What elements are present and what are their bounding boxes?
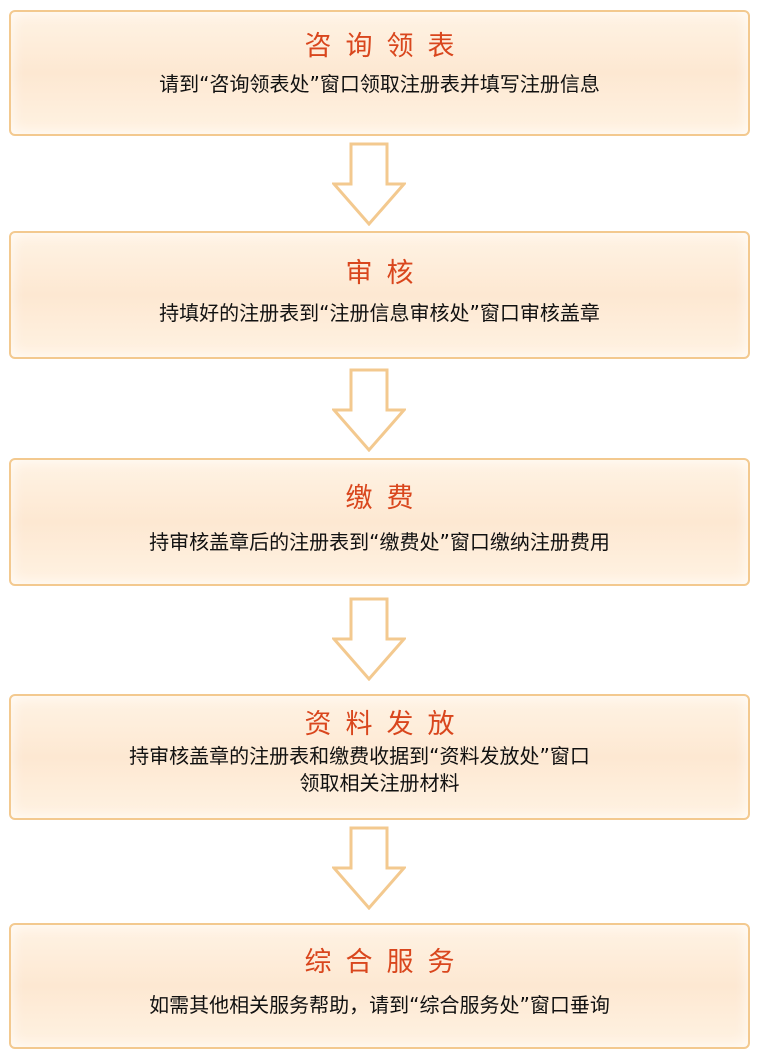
- step-title: 审核: [345, 258, 428, 289]
- step-desc: 领取相关注册材料: [299, 771, 460, 795]
- step-title: 咨询领表: [304, 31, 469, 62]
- step-desc: 如需其他相关服务帮助，请到“综合服务处”窗口垂询: [149, 993, 610, 1017]
- step-box-payment: 缴费 持审核盖章后的注册表到“缴费处”窗口缴纳注册费用: [9, 458, 750, 586]
- step-title: 综合服务: [304, 947, 469, 978]
- step-desc: 持审核盖章后的注册表到“缴费处”窗口缴纳注册费用: [149, 530, 610, 554]
- step-desc: 持填好的注册表到“注册信息审核处”窗口审核盖章: [159, 301, 600, 325]
- step-title: 资料发放: [304, 709, 469, 740]
- step-desc: 请到“咨询领表处”窗口领取注册表并填写注册信息: [159, 72, 600, 96]
- step-box-consult: 咨询领表 请到“咨询领表处”窗口领取注册表并填写注册信息: [9, 10, 750, 136]
- down-arrow-icon: [332, 826, 406, 910]
- step-title: 缴费: [345, 483, 428, 514]
- down-arrow-icon: [332, 597, 406, 681]
- step-box-materials: 资料发放 持审核盖章的注册表和缴费收据到“资料发放处”窗口 领取相关注册材料: [9, 694, 750, 820]
- step-box-service: 综合服务 如需其他相关服务帮助，请到“综合服务处”窗口垂询: [9, 923, 750, 1049]
- step-box-review: 审核 持填好的注册表到“注册信息审核处”窗口审核盖章: [9, 231, 750, 359]
- step-desc: 持审核盖章的注册表和缴费收据到“资料发放处”窗口: [129, 744, 590, 768]
- down-arrow-icon: [332, 368, 406, 452]
- down-arrow-icon: [332, 142, 406, 226]
